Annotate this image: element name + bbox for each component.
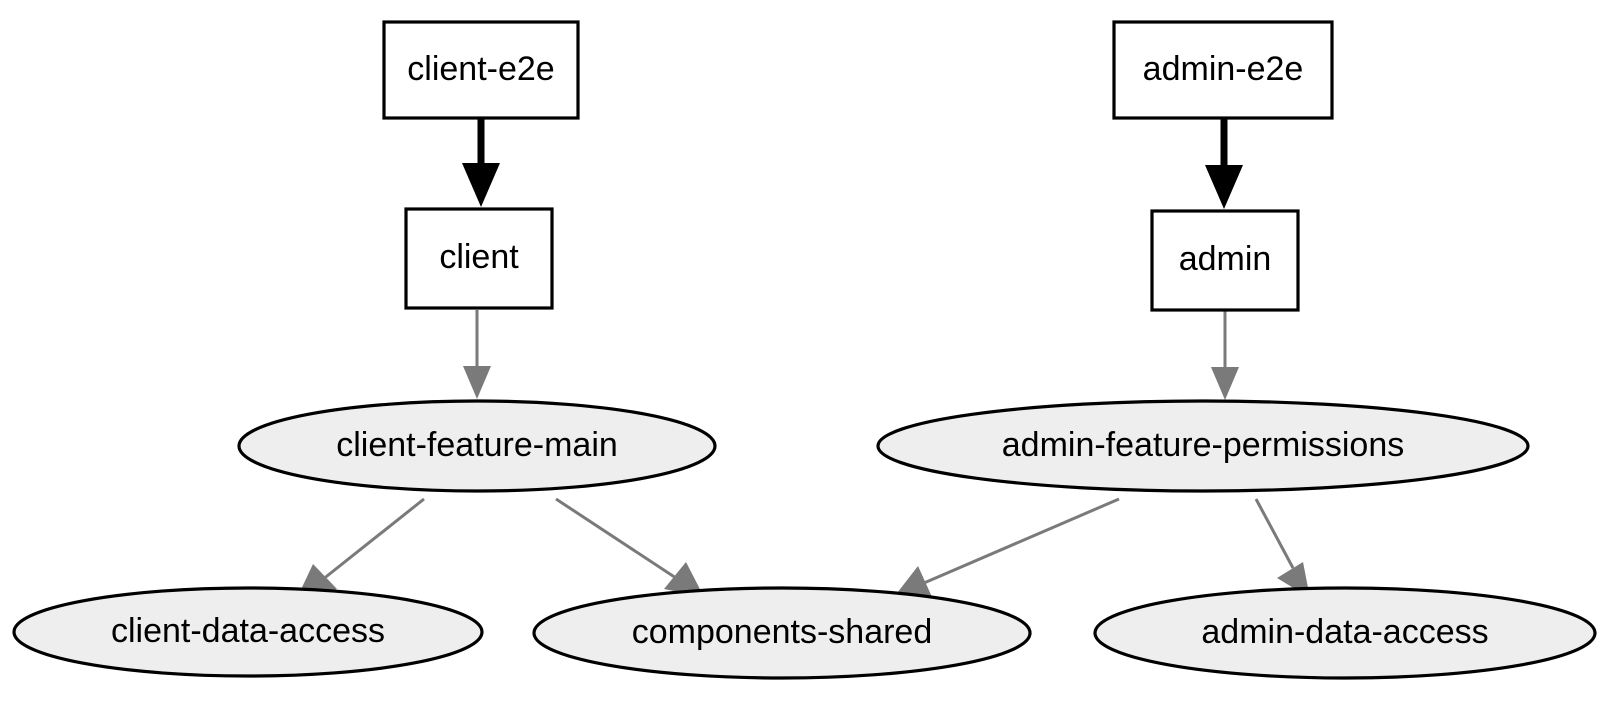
- node-label-admin: admin: [1179, 240, 1272, 278]
- node-label-client-e2e: client-e2e: [407, 50, 554, 88]
- node-admin[interactable]: admin: [1150, 209, 1300, 312]
- node-label-client: client: [439, 238, 519, 276]
- edge-admin-feature-permissions-to-components-shared: [894, 497, 1120, 597]
- edge-client-e2e-to-client: [462, 118, 500, 207]
- node-client-data-access[interactable]: client-data-access: [12, 586, 484, 678]
- node-admin-feature-permissions[interactable]: admin-feature-permissions: [876, 399, 1530, 493]
- node-admin-e2e[interactable]: admin-e2e: [1112, 20, 1334, 120]
- node-label-admin-e2e: admin-e2e: [1143, 50, 1304, 88]
- node-label-client-feature-main: client-feature-main: [336, 426, 618, 464]
- node-client-feature-main[interactable]: client-feature-main: [237, 399, 717, 493]
- node-label-admin-data-access: admin-data-access: [1201, 613, 1488, 651]
- node-components-shared[interactable]: components-shared: [532, 586, 1032, 680]
- node-label-admin-feature-permissions: admin-feature-permissions: [1002, 426, 1405, 464]
- node-admin-data-access[interactable]: admin-data-access: [1093, 586, 1597, 680]
- edge-client-feature-main-to-components-shared: [555, 497, 704, 597]
- edge-client-feature-main-to-client-data-access: [296, 497, 425, 600]
- node-label-components-shared: components-shared: [632, 613, 933, 651]
- edge-admin-to-admin-feature-permissions: [1211, 310, 1239, 400]
- edge-admin-feature-permissions-to-admin-data-access: [1254, 498, 1310, 598]
- edge-client-to-client-feature-main: [463, 310, 491, 399]
- node-label-client-data-access: client-data-access: [111, 612, 385, 650]
- node-client[interactable]: client: [404, 207, 554, 310]
- edge-admin-e2e-to-admin: [1205, 118, 1243, 209]
- node-client-e2e[interactable]: client-e2e: [382, 20, 580, 120]
